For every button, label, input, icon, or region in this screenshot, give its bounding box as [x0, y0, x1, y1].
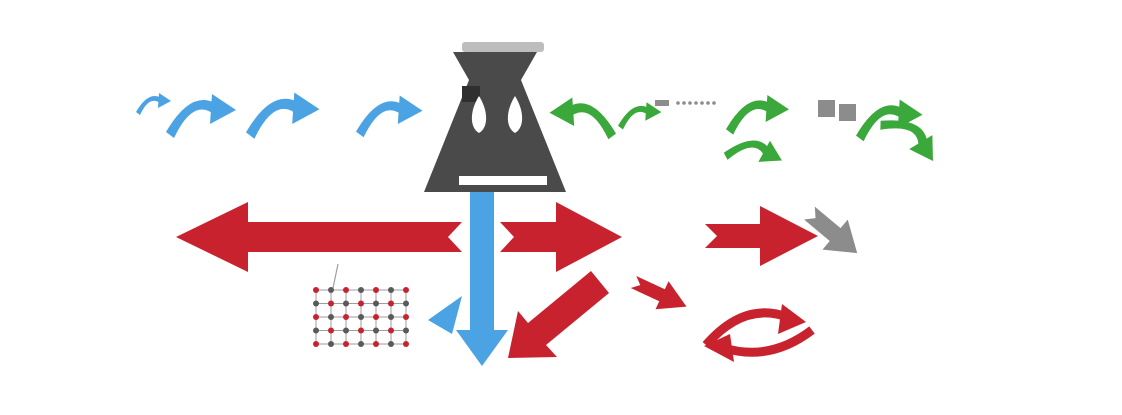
red-cycle-arrows: [702, 304, 815, 362]
lattice-atom: [358, 300, 364, 307]
lattice-atom: [358, 341, 364, 347]
lattice-atom: [328, 314, 334, 320]
red-cycle-head-bottom: [704, 334, 734, 362]
red-arrow-left: [176, 202, 462, 272]
lattice-atom: [388, 300, 394, 307]
powder-square-1: [818, 100, 835, 117]
lattice-atom: [343, 314, 349, 320]
dot: [706, 101, 710, 105]
curved-arrow-green-pair-a-icon: [726, 95, 789, 135]
lattice-atom: [388, 314, 394, 320]
dot: [700, 101, 704, 105]
lattice-atom: [328, 300, 334, 307]
lattice-atom: [313, 287, 319, 293]
red-cycle-arc-top: [702, 308, 792, 348]
red-cycle-head-top: [778, 304, 806, 334]
dot: [712, 101, 716, 105]
lattice-atom: [328, 287, 334, 293]
blue-arrowhead: [428, 296, 462, 334]
curved-arrow-blue-3-icon: [356, 95, 423, 138]
lattice-atom: [343, 287, 349, 293]
lattice-atom: [388, 327, 394, 334]
lattice-atom: [313, 300, 319, 307]
red-cycle-arc-bottom: [722, 326, 815, 357]
lattice-atom: [403, 341, 409, 347]
red-arrow-right-2: [705, 206, 818, 266]
lattice-atom: [313, 327, 319, 334]
lattice-atom: [328, 327, 334, 334]
red-arrow-down-left: [508, 271, 609, 358]
lattice-atom: [358, 327, 364, 334]
lattice-atom: [373, 314, 379, 320]
furnace-cap: [462, 42, 544, 52]
furnace-hopper: [453, 52, 537, 80]
lattice-atom: [358, 287, 364, 293]
blue-arrow-down: [456, 192, 508, 366]
powder-squares: [818, 100, 856, 121]
furnace-window: [462, 86, 480, 102]
curved-arrow-blue-2-icon: [246, 92, 320, 139]
lattice-atom: [328, 341, 334, 347]
curved-arrow-green-small-icon: [618, 102, 662, 130]
curved-arrow-blue-1-icon: [166, 94, 236, 138]
red-arrow-right-1: [500, 202, 622, 272]
red-arrow-down-small-icon: [626, 268, 694, 321]
furnace-droplet-left: [471, 96, 487, 133]
lattice-atom: [403, 327, 409, 334]
lattice-atom: [313, 314, 319, 320]
dash-dotted-line: [655, 100, 716, 106]
furnace-icon: [424, 42, 566, 192]
lattice-atom: [343, 341, 349, 347]
furnace-droplet-right: [507, 96, 523, 133]
lattice-atom: [403, 314, 409, 320]
atomic-lattice: [313, 263, 409, 347]
lattice-atom: [373, 300, 379, 307]
lattice-atom: [343, 300, 349, 307]
lattice-leader-line: [332, 263, 339, 289]
dot: [688, 101, 692, 105]
lattice-atom: [388, 341, 394, 347]
lattice-atom: [403, 287, 409, 293]
dot: [694, 101, 698, 105]
curved-arrow-green-left-icon: [549, 97, 616, 140]
curved-arrow-blue-small-icon: [136, 93, 171, 115]
dot: [676, 101, 680, 105]
atomic-lattice-atoms: [313, 287, 409, 347]
lattice-atom: [313, 341, 319, 347]
furnace-body: [424, 80, 566, 192]
lattice-atom: [343, 327, 349, 334]
lattice-atom: [358, 314, 364, 320]
lattice-atom: [403, 300, 409, 307]
curved-arrow-green-pair-b-icon: [721, 125, 788, 181]
furnace-slot: [459, 176, 547, 185]
lattice-atom: [373, 287, 379, 293]
powder-square-2: [839, 104, 856, 121]
lattice-atom: [373, 327, 379, 334]
lattice-atom: [388, 287, 394, 293]
lattice-atom: [373, 341, 379, 347]
dash-mark: [655, 100, 669, 106]
dot: [682, 101, 686, 105]
